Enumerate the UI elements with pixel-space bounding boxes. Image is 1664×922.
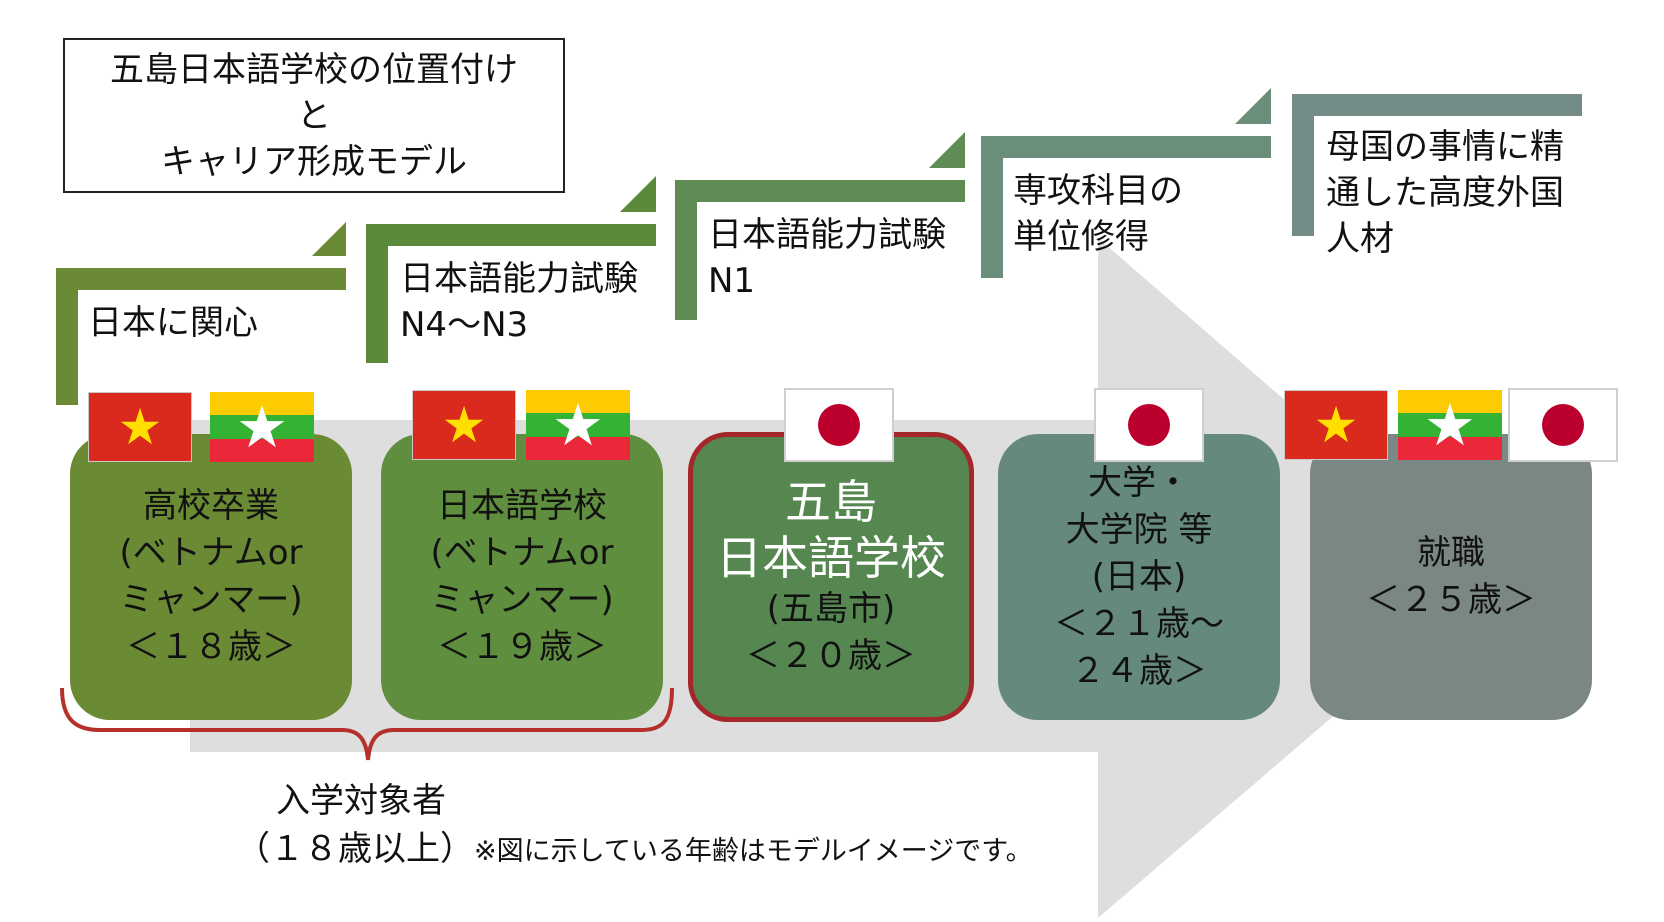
diagram-title: 五島日本語学校の位置付け と キャリア形成モデル <box>63 38 565 193</box>
title-line-1: 五島日本語学校の位置付け <box>110 49 518 90</box>
step-3-line-2: N1 <box>708 261 756 301</box>
myanmar-flag: ★ <box>526 390 630 460</box>
myanmar-flag: ★ <box>1398 390 1502 460</box>
stage-box-high-school: 高校卒業 (ベトナムor ミャンマー) ＜１８歳＞ <box>70 434 352 720</box>
myanmar-flag: ★ <box>210 392 314 462</box>
title-line-3: キャリア形成モデル <box>161 141 467 182</box>
step-label-2: 日本語能力試験 N4〜N3 <box>400 256 638 348</box>
stage-3-big-line-2: 日本語学校 <box>716 531 946 585</box>
vietnam-flag: ★ <box>412 390 516 460</box>
step-label-4: 専攻科目の 単位修得 <box>1013 168 1183 260</box>
step-marker-3 <box>675 180 965 320</box>
stage-box-language-school: 日本語学校 (ベトナムor ミャンマー) ＜１９歳＞ <box>381 434 663 720</box>
step-arrowhead-4 <box>1235 88 1271 124</box>
stage-4-line-3: (日本) <box>1091 556 1187 597</box>
title-line-2: と <box>297 95 331 136</box>
stage-2-line-1: 日本語学校 <box>437 486 607 526</box>
stage-4-line-5: ２４歳＞ <box>1071 650 1207 691</box>
model-image-note: ※図に示している年齢はモデルイメージです。 <box>474 836 1033 867</box>
stage-1-line-1: 高校卒業 <box>143 486 279 526</box>
target-bracket <box>60 687 674 761</box>
star-icon: ★ <box>117 398 163 456</box>
stage-2-line-4: ＜１９歳＞ <box>437 627 607 667</box>
sun-icon <box>1542 404 1584 446</box>
step-5-line-3: 人材 <box>1326 219 1394 259</box>
step-2-line-1: 日本語能力試験 <box>400 259 638 299</box>
step-marker-5 <box>1292 94 1582 236</box>
step-3-line-1: 日本語能力試験 <box>708 215 946 255</box>
stage-4-line-1: 大学・ <box>1088 462 1190 503</box>
star-icon: ★ <box>236 393 288 461</box>
step-label-5: 母国の事情に精 通した高度外国 人材 <box>1326 124 1564 262</box>
sun-icon <box>818 404 860 446</box>
stage-box-university: 大学・ 大学院 等 (日本) ＜２１歳〜 ２４歳＞ <box>998 434 1280 720</box>
stage-2-line-3: ミャンマー) <box>430 580 614 620</box>
age-requirement: （１８歳以上） <box>236 829 474 869</box>
stage-3-big-line-1: 五島 <box>785 475 877 529</box>
stage-box-employment: 就職 ＜２５歳＞ <box>1310 434 1592 720</box>
step-label-3: 日本語能力試験 N1 <box>708 212 946 304</box>
stage-3-line-4: ＜２０歳＞ <box>746 636 916 676</box>
star-icon: ★ <box>1424 391 1476 459</box>
step-5-line-2: 通した高度外国 <box>1326 173 1564 213</box>
stage-box-goto-japanese-school: 五島 日本語学校 (五島市) ＜２０歳＞ <box>688 432 974 722</box>
star-icon: ★ <box>1313 396 1359 454</box>
stage-1-line-3: ミャンマー) <box>119 580 303 620</box>
step-marker-1 <box>56 268 346 405</box>
stage-5-line-1: 就職 <box>1417 533 1485 573</box>
target-students-label: 入学対象者 <box>276 781 446 821</box>
step-arrowhead-3 <box>929 132 965 168</box>
step-marker-4 <box>981 136 1271 278</box>
step-2-line-2: N4〜N3 <box>400 305 529 345</box>
japan-flag <box>784 388 894 462</box>
vietnam-flag: ★ <box>88 392 192 462</box>
stage-1-line-2: (ベトナムor <box>119 533 303 573</box>
japan-flag <box>1094 388 1204 462</box>
japan-flag <box>1508 388 1618 462</box>
vietnam-flag: ★ <box>1284 390 1388 460</box>
star-icon: ★ <box>441 396 487 454</box>
stage-4-line-4: ＜２１歳〜 <box>1054 603 1224 644</box>
sun-icon <box>1128 404 1170 446</box>
step-4-line-1: 専攻科目の <box>1013 171 1183 211</box>
stage-1-line-4: ＜１８歳＞ <box>126 627 296 667</box>
stage-3-line-3: (五島市) <box>766 589 896 629</box>
star-icon: ★ <box>552 391 604 459</box>
age-note: （１８歳以上）※図に示している年齢はモデルイメージです。 <box>236 826 1033 878</box>
step-1-line-1: 日本に関心 <box>88 303 258 343</box>
step-5-line-1: 母国の事情に精 <box>1326 127 1564 167</box>
stage-2-line-2: (ベトナムor <box>430 533 614 573</box>
stage-5-line-2: ＜２５歳＞ <box>1366 580 1536 620</box>
step-arrowhead-1 <box>312 222 346 256</box>
stage-4-line-2: 大学院 等 <box>1065 509 1213 550</box>
step-label-1: 日本に関心 <box>88 300 258 346</box>
step-4-line-2: 単位修得 <box>1013 217 1149 257</box>
step-arrowhead-2 <box>620 176 656 212</box>
step-marker-2 <box>366 224 656 363</box>
